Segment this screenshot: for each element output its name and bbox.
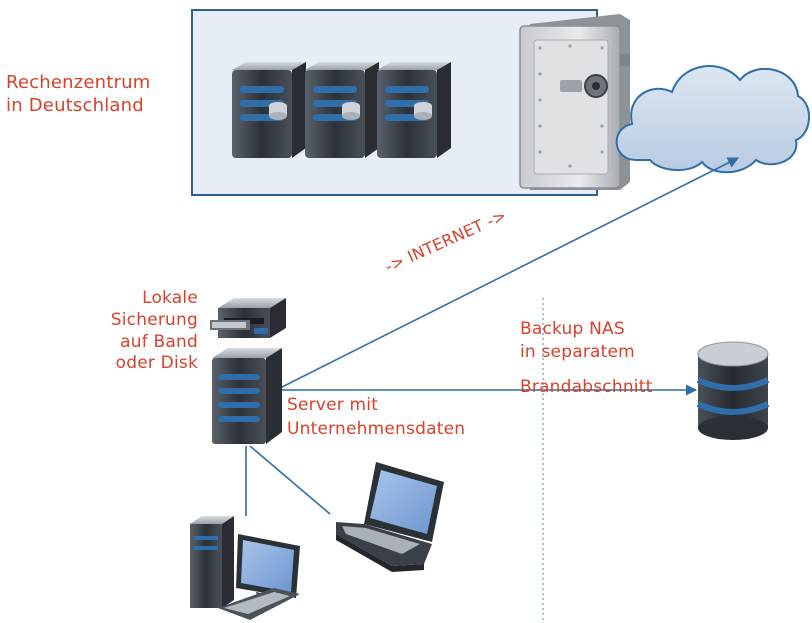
cloud-icon [615, 65, 811, 174]
datacenter-label-line-1: Rechenzentrum [6, 72, 151, 93]
local-backup-label-line-3: auf Band [120, 331, 198, 352]
local-backup-label-line-1: Lokale [142, 288, 198, 308]
local-backup-label: Lokale Sicherung auf Band oder Disk [82, 288, 198, 375]
datacenter-label-line-2: in Deutschland [6, 94, 144, 116]
backup-nas-label-line-3: Brandabschnitt [520, 376, 653, 397]
laptop-connection-line [249, 445, 331, 515]
backup-nas-label-line-2: in separatem [520, 341, 635, 362]
local-backup-label-line-2: Sicherung [110, 309, 198, 330]
server-label-line-1: Server mit [287, 395, 379, 415]
safe-icon [519, 14, 630, 190]
datacenter-label: Rechenzentrum in Deutschland [6, 72, 151, 117]
server-label: Server mit Unternehmensdaten [287, 394, 465, 442]
server-rack-icon [232, 62, 451, 158]
internet-connection-line [279, 157, 740, 389]
local-backup-label-line-4: oder Disk [115, 353, 198, 374]
backup-nas-label-line-1: Backup NAS [520, 319, 625, 339]
backup-nas-label: Backup NAS in separatem Brandabschnitt [520, 318, 652, 399]
server-tower-icon [212, 348, 282, 444]
server-label-line-2: Unternehmensdaten [287, 418, 466, 439]
tape-drive-icon [210, 298, 286, 338]
laptop-icon [336, 462, 444, 572]
desktop-computer-icon [190, 516, 300, 620]
database-icon [696, 341, 770, 440]
